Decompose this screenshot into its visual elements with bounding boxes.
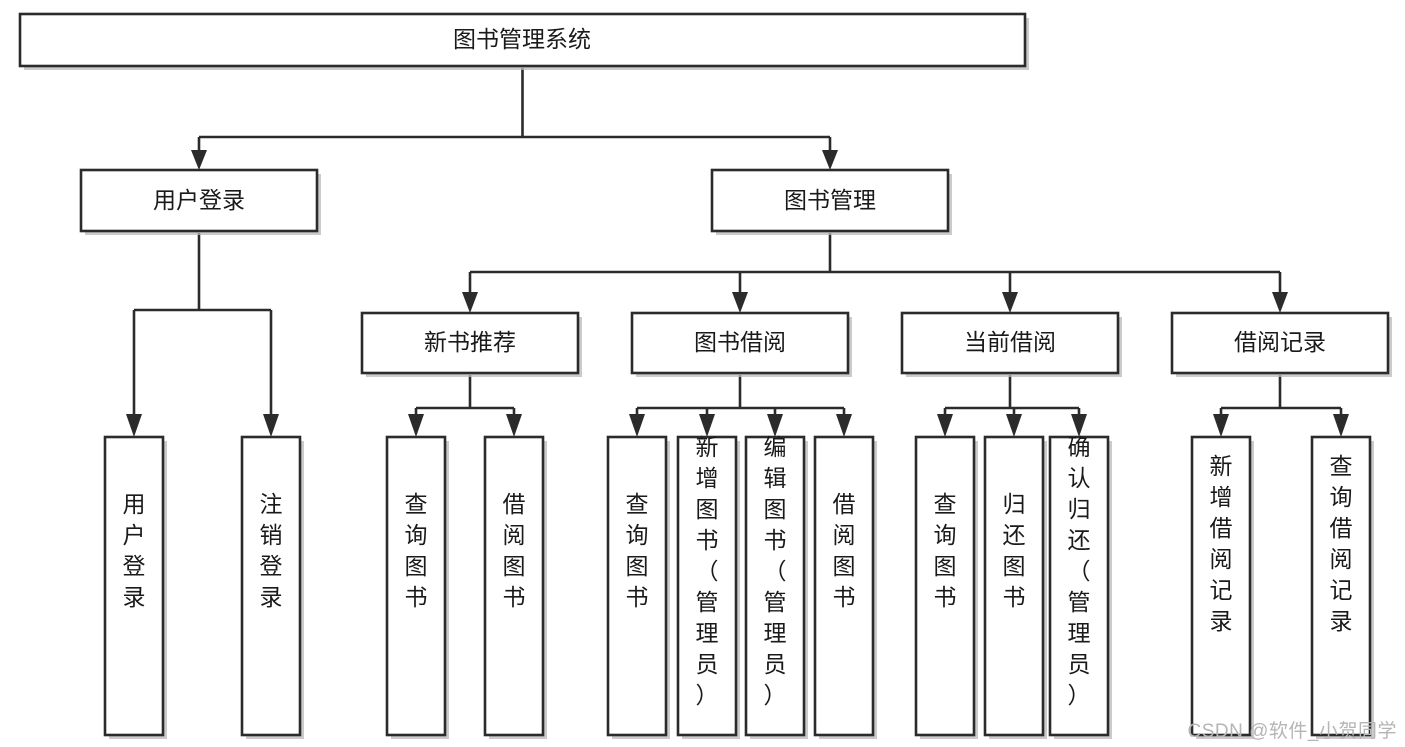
arrow-to-leaf-borrow-book-2 bbox=[836, 414, 852, 437]
node-new-book-recommend-label: 新书推荐 bbox=[424, 329, 516, 355]
node-user-login[interactable]: 用户登录 bbox=[79, 168, 321, 235]
arrow-to-leaf-user-login bbox=[126, 414, 142, 437]
arrow-to-leaf-borrow-book-1 bbox=[506, 414, 522, 437]
node-current-borrow[interactable]: 当前借阅 bbox=[900, 311, 1122, 377]
node-leaf-return-book[interactable]: 归还图书 bbox=[983, 435, 1047, 739]
arrow-to-current-borrow bbox=[1002, 292, 1018, 313]
node-leaf-borrow-book-2[interactable]: 借阅图书 bbox=[813, 435, 877, 739]
node-leaf-query-book-2[interactable]: 查询图书 bbox=[606, 435, 670, 739]
node-leaf-query-book-1[interactable]: 查询图书 bbox=[385, 435, 449, 739]
arrow-to-leaf-query-book-3 bbox=[937, 414, 953, 437]
node-leaf-edit-book[interactable]: 编辑图书（管理员） bbox=[744, 434, 808, 739]
node-leaf-confirm-return-label: 确认归还（管理员） bbox=[1068, 434, 1091, 708]
arrow-to-leaf-query-book-1 bbox=[408, 414, 424, 437]
node-leaf-return-book-label: 归还图书 bbox=[1003, 491, 1026, 610]
node-leaf-query-record[interactable]: 查询借阅记录 bbox=[1310, 435, 1374, 739]
arrow-to-book-borrow bbox=[732, 292, 748, 313]
node-leaf-add-record[interactable]: 新增借阅记录 bbox=[1190, 435, 1254, 739]
node-borrow-record-label: 借阅记录 bbox=[1234, 329, 1326, 355]
node-leaf-query-book-3[interactable]: 查询图书 bbox=[914, 435, 978, 739]
node-leaf-add-book[interactable]: 新增图书（管理员） bbox=[676, 434, 740, 739]
edge-layer bbox=[126, 68, 1349, 437]
node-book-management-label: 图书管理 bbox=[784, 187, 876, 213]
node-leaf-logout-login[interactable]: 注销登录 bbox=[240, 435, 304, 739]
node-new-book-recommend[interactable]: 新书推荐 bbox=[360, 311, 582, 377]
arrow-to-leaf-query-record bbox=[1333, 414, 1349, 437]
node-leaf-query-book-3-label: 查询图书 bbox=[934, 491, 957, 610]
arrow-to-leaf-query-book-2 bbox=[629, 414, 645, 437]
node-leaf-user-login[interactable]: 用户登录 bbox=[103, 435, 167, 739]
arrow-to-borrow-record bbox=[1272, 292, 1288, 313]
arrow-to-leaf-logout-login bbox=[263, 414, 279, 437]
node-leaf-query-book-1-label: 查询图书 bbox=[405, 491, 428, 610]
node-root[interactable]: 图书管理系统 bbox=[18, 12, 1029, 70]
arrow-to-leaf-edit-book bbox=[767, 414, 783, 437]
node-leaf-query-record-label: 查询借阅记录 bbox=[1330, 453, 1353, 634]
node-user-login-label: 用户登录 bbox=[153, 187, 245, 213]
node-leaf-borrow-book-1-label: 借阅图书 bbox=[503, 491, 526, 610]
arrow-to-book-management bbox=[822, 150, 838, 170]
node-leaf-add-book-label: 新增图书（管理员） bbox=[696, 434, 719, 708]
node-leaf-confirm-return[interactable]: 确认归还（管理员） bbox=[1048, 434, 1112, 739]
arrow-to-new-book-recommend bbox=[462, 292, 478, 313]
node-leaf-add-record-label: 新增借阅记录 bbox=[1210, 453, 1233, 634]
arrow-to-user-login bbox=[191, 150, 207, 170]
arrow-to-leaf-add-record bbox=[1213, 414, 1229, 437]
arrow-to-leaf-return-book bbox=[1006, 414, 1022, 437]
node-leaf-logout-login-label: 注销登录 bbox=[260, 491, 283, 610]
arrow-to-leaf-confirm-return bbox=[1071, 414, 1087, 437]
node-book-borrow[interactable]: 图书借阅 bbox=[630, 311, 852, 377]
node-book-management[interactable]: 图书管理 bbox=[710, 168, 952, 235]
node-leaf-query-book-2-label: 查询图书 bbox=[626, 491, 649, 610]
node-borrow-record[interactable]: 借阅记录 bbox=[1170, 311, 1392, 377]
node-current-borrow-label: 当前借阅 bbox=[964, 329, 1056, 355]
node-leaf-edit-book-label: 编辑图书（管理员） bbox=[764, 434, 787, 708]
arrow-to-leaf-add-book bbox=[699, 414, 715, 437]
node-root-label: 图书管理系统 bbox=[453, 26, 591, 52]
node-leaf-borrow-book-2-label: 借阅图书 bbox=[833, 491, 856, 610]
node-leaf-user-login-label: 用户登录 bbox=[123, 491, 146, 610]
node-leaf-borrow-book-1[interactable]: 借阅图书 bbox=[483, 435, 547, 739]
node-book-borrow-label: 图书借阅 bbox=[694, 329, 786, 355]
